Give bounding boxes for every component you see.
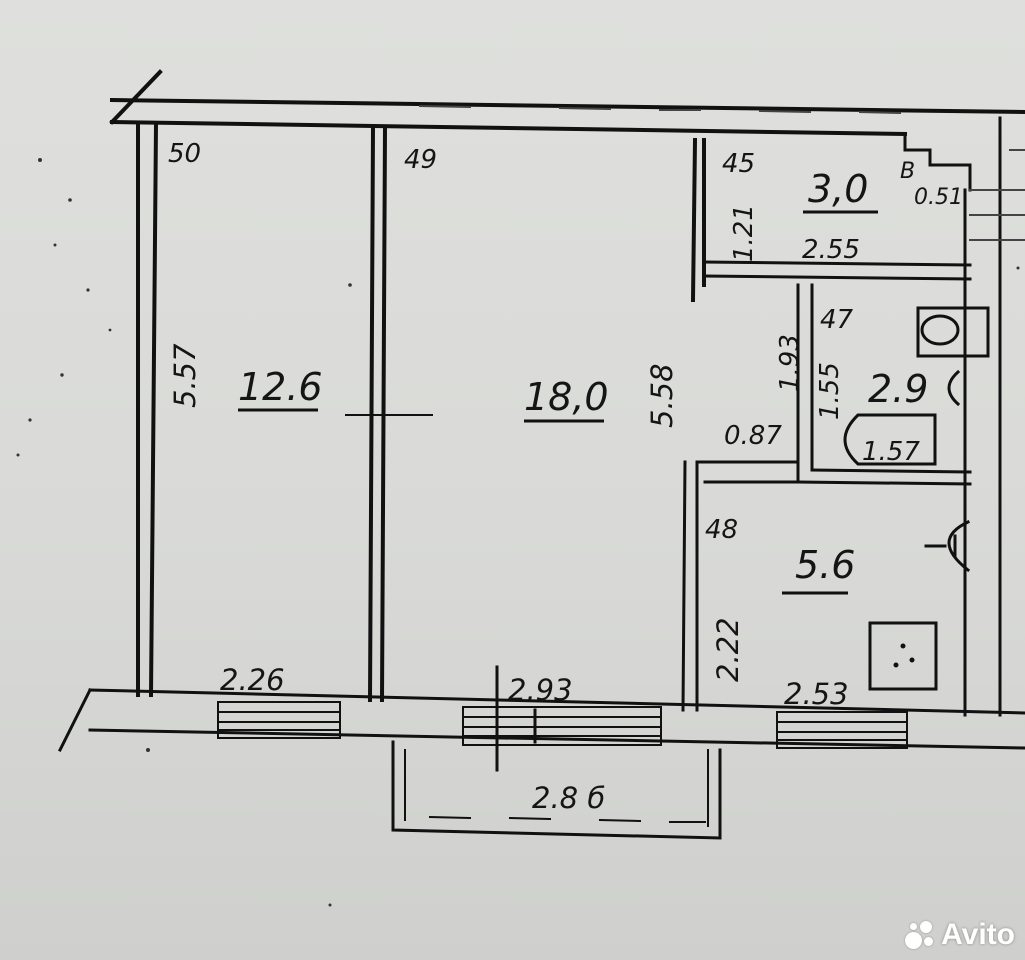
stove-burner — [900, 643, 906, 649]
bathroom-bottom-wall — [796, 468, 972, 486]
gas-meter — [924, 520, 971, 573]
bathtub — [843, 413, 937, 466]
area-room-45: 3,0 — [808, 167, 868, 211]
dim-room-50-length: 5.57 — [168, 343, 202, 408]
dim-room-45-width: 2.55 — [802, 235, 860, 265]
bottom-wall-inner — [88, 728, 1025, 750]
avito-watermark: Avito — [905, 918, 1015, 952]
room-number-50: 50 — [168, 139, 201, 169]
dim-bathtub-length: 1.57 — [862, 437, 920, 467]
area-room-49: 18,0 — [524, 375, 609, 419]
area-room-47: 2.9 — [868, 367, 928, 411]
stove — [868, 621, 938, 691]
room-number-49: 49 — [404, 145, 437, 175]
walls — [57, 69, 1025, 840]
right-shaft-lines — [969, 149, 1025, 241]
bottom-wall-outer — [88, 688, 1025, 715]
dim-room-47-length: 1.93 — [775, 334, 805, 392]
balcony-dashes — [428, 815, 706, 823]
area-room-50: 12.6 — [238, 365, 323, 409]
partition-49-45 — [690, 137, 706, 303]
dim-room-47-width: 1.55 — [815, 362, 845, 420]
top-wall-inner — [109, 119, 908, 137]
dim-room-49-width: 2.93 — [508, 673, 573, 707]
kitchen-left-wall — [681, 460, 699, 712]
window-room-49 — [462, 665, 662, 772]
bottom-wall-cap — [57, 687, 93, 753]
sink — [947, 369, 961, 407]
scan-speckles — [16, 158, 1020, 907]
top-wall-cap — [109, 69, 163, 125]
balcony-inner — [404, 749, 709, 827]
top-wall-hatch — [418, 104, 902, 115]
room-number-48: 48 — [705, 515, 738, 545]
room-45-top-notch — [903, 132, 972, 192]
left-wall-inner — [148, 121, 159, 698]
balcony-outline — [391, 740, 722, 840]
dimension-labels: 5.57 5.58 2.26 2.93 2.53 2.22 2.8 б 2.55… — [168, 159, 963, 815]
dim-room-49-length: 5.58 — [645, 363, 679, 428]
toilet-bowl — [920, 314, 960, 346]
toilet-tank — [916, 306, 990, 358]
stove-burner — [909, 657, 915, 663]
watermark-text: Avito — [941, 918, 1015, 951]
room-45-bottom-wall — [702, 260, 972, 281]
top-wall-outer — [109, 97, 1025, 115]
window-room-48 — [776, 711, 908, 749]
dim-room-48-width: 2.53 — [784, 677, 849, 711]
duct-label: В — [900, 159, 915, 184]
stove-burner — [893, 662, 899, 668]
bathroom-left-wall — [796, 283, 814, 484]
dim-duct-width: 0.51 — [914, 185, 963, 210]
dim-room-48-length: 2.22 — [711, 617, 745, 682]
room-number-45: 45 — [722, 149, 755, 179]
kitchen-top-wall — [695, 460, 800, 484]
room-labels: 50 49 45 47 48 12.6 18,0 3,0 2.9 5.6 — [168, 139, 928, 595]
avito-logo-icon — [905, 920, 935, 950]
area-room-48: 5.6 — [795, 543, 855, 587]
dim-room-45-length: 1.21 — [729, 204, 759, 262]
dim-room-50-width: 2.26 — [220, 663, 285, 697]
window-room-50 — [217, 701, 341, 739]
room-number-47: 47 — [820, 305, 854, 335]
dim-doorway: 0.87 — [724, 421, 782, 451]
dim-balcony-width: 2.8 б — [532, 781, 605, 815]
